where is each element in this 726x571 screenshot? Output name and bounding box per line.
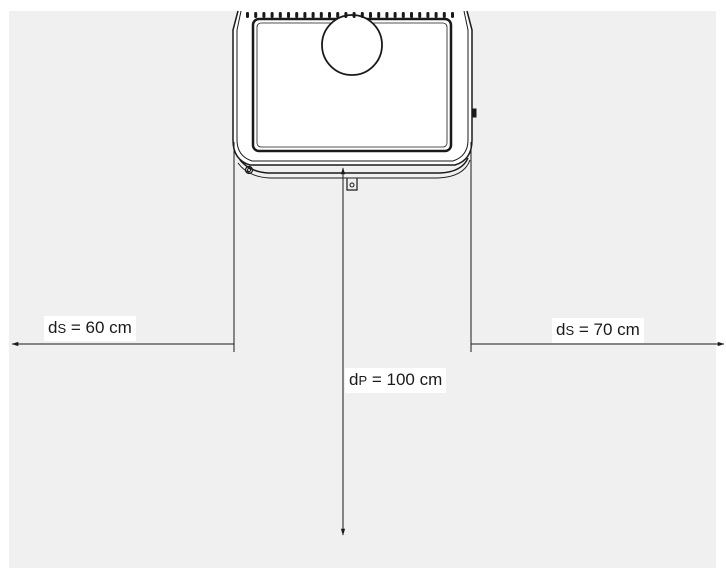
clearance-label-left: dS = 60 cm — [44, 316, 136, 341]
vent-slot — [369, 12, 372, 18]
label-front-value: = 100 cm — [367, 370, 443, 389]
vent-slots — [246, 12, 454, 18]
front-foot-left-inner — [247, 168, 251, 172]
label-right-value: = 70 cm — [574, 320, 640, 339]
vent-slot — [401, 12, 405, 18]
vent-slot — [311, 12, 315, 18]
label-front-subscript: P — [358, 373, 368, 388]
vent-slot — [254, 12, 258, 18]
vent-slot — [393, 12, 397, 18]
label-right-subscript: S — [565, 323, 575, 338]
vent-slot — [344, 12, 348, 18]
vent-slot — [385, 12, 389, 18]
appliance-front-edge — [239, 157, 469, 174]
label-right-symbol: d — [556, 320, 566, 339]
label-front-symbol: d — [349, 370, 359, 389]
vent-slot — [442, 12, 446, 18]
vent-slot — [410, 12, 413, 18]
vent-slot — [377, 12, 381, 18]
vent-slot — [352, 12, 356, 18]
vent-slot — [246, 12, 249, 18]
front-handle-screw — [349, 182, 355, 188]
appliance-top-view-icon — [232, 10, 477, 191]
vent-slot — [303, 12, 307, 18]
label-left-subscript: S — [57, 321, 67, 336]
clearance-label-right: dS = 70 cm — [552, 318, 644, 343]
front-handle — [346, 178, 358, 191]
vent-slot — [418, 12, 422, 18]
vent-slot — [295, 12, 299, 18]
label-left-symbol: d — [48, 318, 58, 337]
front-foot-left — [244, 165, 254, 175]
vent-slot — [319, 12, 323, 18]
label-left-value: = 60 cm — [66, 318, 132, 337]
vent-slot — [328, 12, 331, 18]
side-knob — [471, 108, 477, 118]
vent-slot — [287, 12, 290, 18]
hotplate-circle — [321, 14, 383, 76]
vent-slot — [270, 12, 274, 18]
vent-slot — [434, 12, 438, 18]
vent-slot — [278, 12, 282, 18]
appliance-inner-body — [236, 10, 469, 162]
vent-slot — [426, 12, 430, 18]
vent-slot — [336, 12, 340, 18]
clearance-label-front: dP = 100 cm — [345, 368, 447, 393]
vent-slot — [451, 12, 454, 18]
vent-slot — [262, 12, 266, 18]
vent-slot — [360, 12, 364, 18]
